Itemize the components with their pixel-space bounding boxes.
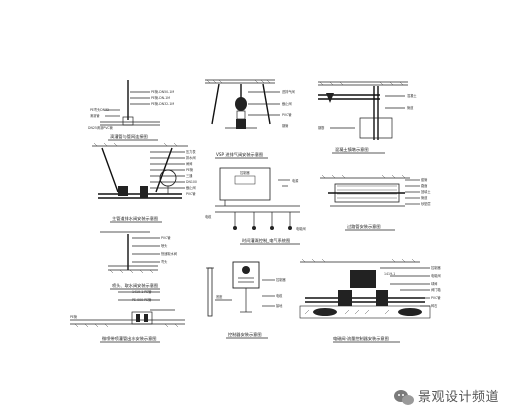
d5-label-1: 控制器: [240, 170, 250, 175]
d4-label-5: 三通: [186, 173, 193, 178]
d9-label-7: 1419-1: [384, 272, 395, 276]
d4-label-1: 压力表: [186, 149, 196, 154]
drawing-1: PE管-DN50-1M PE管-DN-1M PE管-DN32-1M PE弯头DN…: [88, 80, 174, 141]
d1-label-3: PE管-DN32-1M: [151, 101, 174, 106]
wechat-icon: [394, 390, 414, 405]
drawing-10: 1419-1 PE管 PE-000 PE管 PE管 微喷带喷灌管出水安装示意图: [70, 289, 185, 343]
d9-label-6: 碎石: [431, 303, 437, 308]
d10-label-3: PE管: [70, 314, 77, 319]
d5-label-3: 电缆: [205, 214, 212, 219]
drawing-6: 套管 路面 回填土 管道 砂垫层 过路管安装示意图: [320, 174, 431, 231]
d8-caption: 控制器安装示意图: [228, 331, 262, 338]
d8-label-3: 接地: [276, 303, 283, 308]
d8-label-2: 电缆: [276, 293, 283, 298]
d5-caption: 时间灌溉控制_电气系统图: [242, 237, 290, 244]
d8-label-1: 控制器: [276, 277, 286, 282]
d4-label-6: DN100: [186, 180, 197, 184]
d7-label-1: PVC管: [161, 235, 171, 240]
d1-label-2: PE管-DN-1M: [151, 95, 170, 100]
watermark-text: 景观设计频道: [418, 390, 499, 405]
d10-label-2: PE-000 PE管: [132, 297, 151, 302]
d1-label-6: DN25滴灌PVC管: [88, 125, 113, 130]
d6-label-4: 管道: [421, 195, 428, 200]
d8-label-4: 底座: [216, 294, 223, 299]
d6-label-3: 回填土: [421, 189, 431, 194]
d3-caption: 混凝土镇墩示意图: [335, 146, 369, 153]
d2-label-3: PVC管: [282, 112, 292, 117]
drawing-7: PVC管 喷头 快速取水阀 弯头 喷头、取水阀安装示意图: [100, 231, 177, 290]
watermark: 景观设计频道: [394, 390, 499, 405]
d1-caption: 滴灌管与管网连接图: [110, 133, 148, 140]
d2-caption: VSP 进排气阀安装示意图: [216, 151, 263, 158]
drawing-5: 控制器 电磁阀 电缆 电源 时间灌溉控制_电气系统图: [205, 167, 306, 245]
d6-label-2: 路面: [421, 183, 427, 188]
d3-label-3: 钢筋: [318, 125, 324, 130]
d6-caption: 过路管安装示意图: [347, 223, 381, 230]
d4-label-3: 闸阀: [186, 161, 192, 166]
d2-label-1: 进排气阀: [282, 89, 295, 94]
d2-label-2: 截止阀: [282, 101, 292, 106]
d5-label-2: 电磁阀: [296, 226, 306, 231]
d1-label-4: PE弯头DN32: [90, 107, 109, 112]
d10-label-1: 1419-1 PE管: [132, 289, 151, 294]
drawing-4: 压力表 排水阀 闸阀 PE管 三通 DN100 截止阀 PVC管 主管道排水阀安…: [92, 142, 197, 223]
d2-label-4: 钢管: [282, 123, 288, 128]
d9-label-1: 控制器: [431, 265, 441, 270]
d7-caption: 喷头、取水阀安装示意图: [112, 282, 158, 289]
drawing-2: 进排气阀 截止阀 PVC管 钢管 VSP 进排气阀安装示意图: [205, 79, 295, 159]
d7-label-3: 快速取水阀: [161, 251, 177, 256]
d9-label-3: 球阀: [431, 281, 437, 286]
drawing-9: 控制器 电磁阀 球阀 阀门箱 PVC管 碎石 1419-1 电磁阀·流量控制器安…: [299, 258, 441, 343]
drawing-8: 控制器 电缆 接地 底座 控制器安装示意图: [206, 261, 286, 339]
d10-caption: 微喷带喷灌管出水安装示意图: [102, 335, 156, 342]
d3-label-2: 管道: [407, 105, 414, 110]
d1-label-5: 滴灌管: [90, 113, 100, 118]
d9-label-5: PVC管: [431, 295, 441, 300]
d6-label-5: 砂垫层: [421, 201, 431, 206]
d9-label-2: 电磁阀: [431, 273, 441, 278]
d4-label-2: 排水阀: [186, 155, 196, 160]
d9-caption: 电磁阀·流量控制器安装示意图: [333, 335, 389, 342]
d3-label-1: 混凝土: [407, 93, 417, 98]
d7-label-4: 弯头: [161, 259, 168, 264]
d4-label-4: PE管: [186, 167, 193, 172]
drawing-3: 混凝土 管道 钢筋 混凝土镇墩示意图: [318, 81, 417, 154]
d4-label-7: 截止阀: [186, 185, 196, 190]
d4-caption: 主管道排水阀安装示意图: [112, 215, 158, 222]
d5-label-4: 电源: [292, 178, 299, 183]
d1-label-1: PE管-DN50-1M: [151, 89, 174, 94]
d7-label-2: 喷头: [161, 243, 168, 248]
d4-label-8: PVC管: [186, 191, 196, 196]
d6-label-1: 套管: [421, 177, 427, 182]
d9-label-4: 阀门箱: [431, 287, 441, 292]
